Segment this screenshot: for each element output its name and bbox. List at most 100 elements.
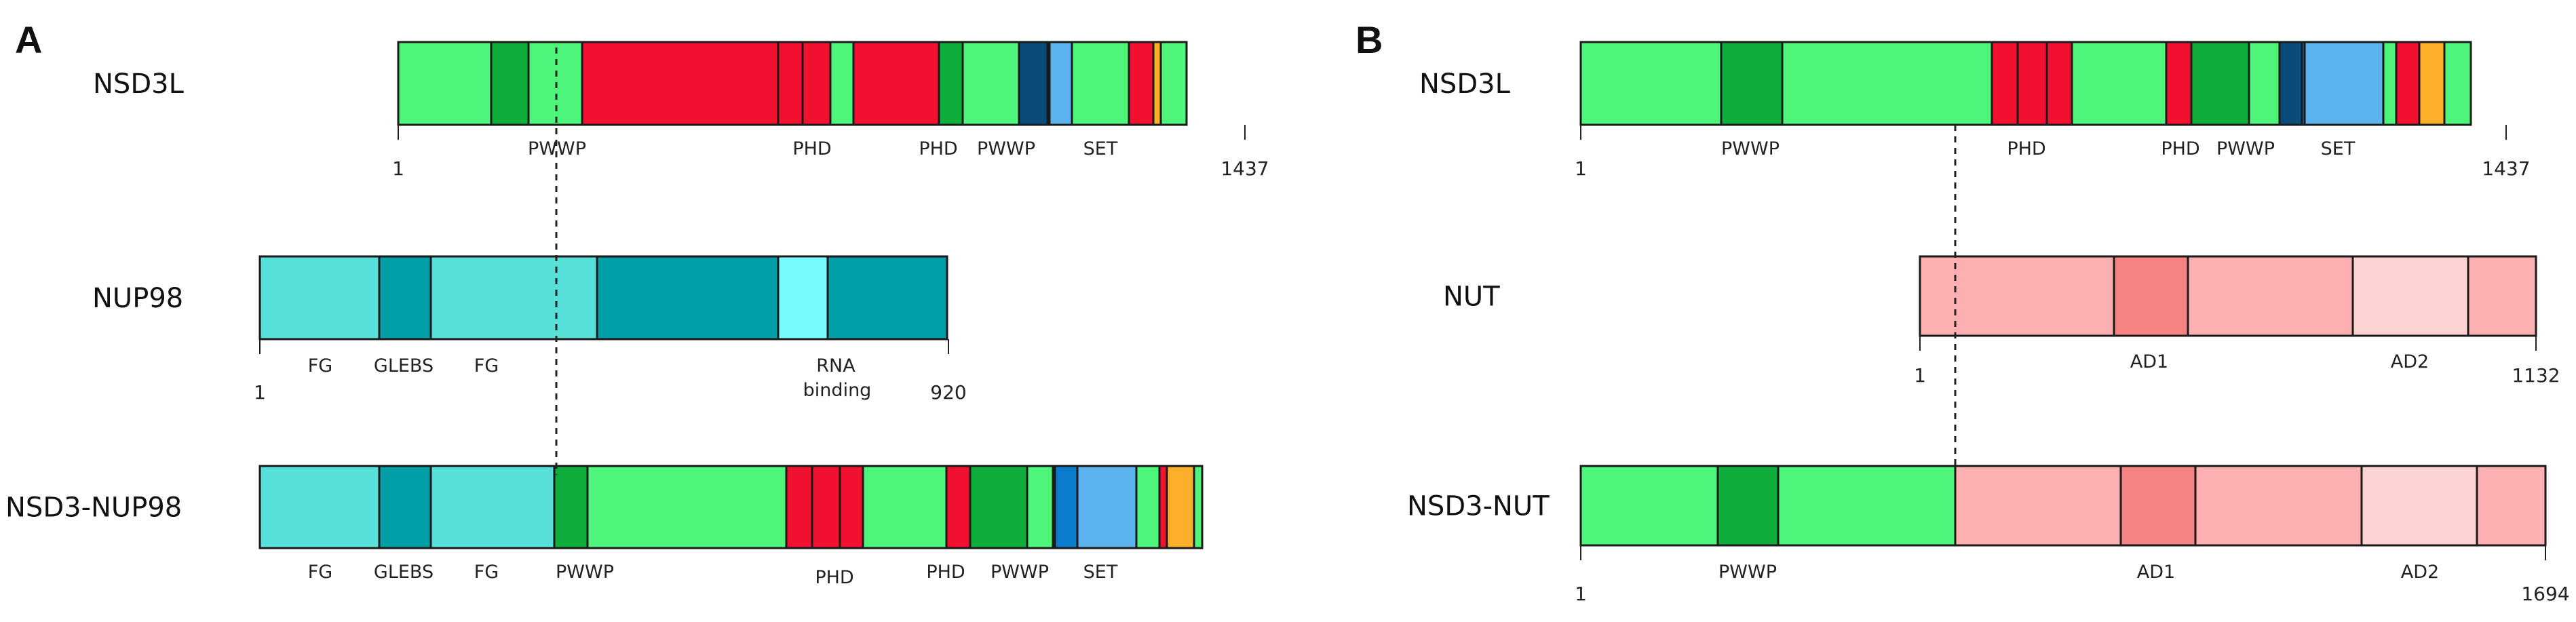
domain-segment-nsd-bg xyxy=(829,41,855,126)
end-position-label: 920 xyxy=(930,381,966,404)
domain-segment-nsd-bg xyxy=(2443,41,2472,126)
domain-segment-phd xyxy=(2395,41,2421,126)
domain-label-phd: PHD xyxy=(2161,138,2199,159)
domain-segment-pwwp xyxy=(490,41,530,126)
domain-segment-pwwp xyxy=(1720,41,1784,126)
domain-segment-pwwp xyxy=(1716,465,1780,547)
protein-name: NSD3-NUT xyxy=(1407,491,1550,522)
domain-label-pwwp: PWWP xyxy=(2216,138,2275,159)
domain-label-fg: FG xyxy=(474,562,499,583)
end-position-label: 1132 xyxy=(2512,364,2560,387)
domain-label-ad1: AD1 xyxy=(2130,351,2168,372)
domain-segment-pwwp xyxy=(2190,41,2250,126)
domain-segment-nut-bg xyxy=(2476,465,2547,547)
domain-segment-phd xyxy=(801,41,832,126)
domain-segment-navy xyxy=(2278,41,2303,126)
domain-label-glebs: GLEBS xyxy=(374,562,434,583)
domain-label-ad1: AD1 xyxy=(2137,562,2175,583)
start-position-label: 1 xyxy=(392,157,404,180)
domain-label-rna: RNA xyxy=(816,355,856,376)
domain-segment-nsd-bg xyxy=(586,465,788,549)
domain-label-glebs: GLEBS xyxy=(374,355,434,376)
domain-segment-nut-bg xyxy=(2194,465,2363,547)
domain-segment-nsd-bg xyxy=(1071,41,1130,126)
domain-segment-nsd-bg xyxy=(1777,465,1957,547)
domain-segment-phd xyxy=(1991,41,2019,126)
domain-segment-phd xyxy=(2016,41,2048,126)
domain-segment-phd xyxy=(2165,41,2193,126)
domain-segment-orange xyxy=(2418,41,2446,126)
domain-segment-phd xyxy=(785,465,813,549)
domain-segment-nsd-bg xyxy=(1159,41,1188,126)
domain-segment-fg xyxy=(429,465,556,549)
domain-segment-nsd-bg xyxy=(1781,41,1993,126)
domain-segment-nsd-bg xyxy=(2248,41,2281,126)
domain-label-set: SET xyxy=(2321,138,2356,159)
domain-segment-ad1 xyxy=(2113,255,2189,337)
domain-segment-phd xyxy=(839,465,864,549)
domain-label-pwwp: PWWP xyxy=(1721,138,1780,159)
domain-label-pwwp: PWWP xyxy=(1718,562,1777,583)
protein-name: NUP98 xyxy=(92,283,183,314)
domain-segment-pwwp xyxy=(553,465,589,549)
domain-segment-nsd-bg xyxy=(397,41,493,126)
protein-name: NSD3L xyxy=(1419,69,1511,100)
domain-segment-nup-dark xyxy=(378,465,432,549)
end-position-label: 1694 xyxy=(2521,583,2569,605)
domain-segment-phd xyxy=(945,465,972,549)
domain-segment-nut-bg xyxy=(1919,255,2115,337)
domain-segment-nup-dark xyxy=(826,255,948,341)
domain-segment-rna xyxy=(777,255,829,341)
domain-segment-nsd-bg xyxy=(1026,465,1054,549)
domain-label-binding: binding xyxy=(803,380,872,401)
domain-segment-nsd-bg xyxy=(961,41,1020,126)
domain-label-fg: FG xyxy=(474,355,499,376)
domain-label-fg: FG xyxy=(308,355,332,376)
domain-label-phd: PHD xyxy=(815,567,853,588)
domain-label-ad2: AD2 xyxy=(2401,562,2439,583)
domain-label-set: SET xyxy=(1083,138,1118,159)
domain-label-phd: PHD xyxy=(919,138,957,159)
end-position-label: 1437 xyxy=(1220,157,1269,180)
domain-segment-fg xyxy=(258,465,381,549)
domain-segment-phd xyxy=(1128,41,1155,126)
domain-segment-skyblue xyxy=(1076,465,1138,549)
domain-label-phd: PHD xyxy=(926,562,965,583)
panel-letter: A xyxy=(15,18,42,61)
end-position-label: 1437 xyxy=(2482,157,2530,180)
domain-segment-ad2 xyxy=(2360,465,2478,547)
domain-segment-navy xyxy=(1018,41,1049,126)
domain-segment-nup-dark xyxy=(596,255,780,341)
domain-segment-nsd-bg xyxy=(1135,465,1161,549)
domain-segment-nup-dark xyxy=(378,255,432,341)
domain-label-pwwp: PWWP xyxy=(977,138,1035,159)
domain-label-set: SET xyxy=(1083,562,1118,583)
domain-label-phd: PHD xyxy=(2007,138,2045,159)
start-position-label: 1 xyxy=(254,381,266,404)
domain-segment-fg xyxy=(258,255,381,341)
domain-segment-nsd-bg xyxy=(1193,465,1204,549)
domain-segment-set xyxy=(1054,465,1079,549)
domain-segment-skyblue xyxy=(1048,41,1073,126)
domain-segment-phd xyxy=(777,41,804,126)
domain-segment-orange xyxy=(1152,41,1162,126)
domain-segment-nut-bg xyxy=(2467,255,2537,337)
domain-segment-phd xyxy=(581,41,780,126)
domain-label-fg: FG xyxy=(308,562,332,583)
domain-label-pwwp: PWWP xyxy=(991,562,1049,583)
domain-segment-orange xyxy=(1166,465,1195,549)
domain-segment-phd xyxy=(811,465,841,549)
domain-segment-nut-bg xyxy=(2187,255,2354,337)
domain-segment-nsd-bg xyxy=(1579,465,1719,547)
domain-segment-nsd-bg xyxy=(2071,41,2168,126)
domain-label-pwwp: PWWP xyxy=(556,562,614,583)
domain-segment-phd xyxy=(1158,465,1168,549)
protein-name: NUT xyxy=(1443,281,1500,313)
